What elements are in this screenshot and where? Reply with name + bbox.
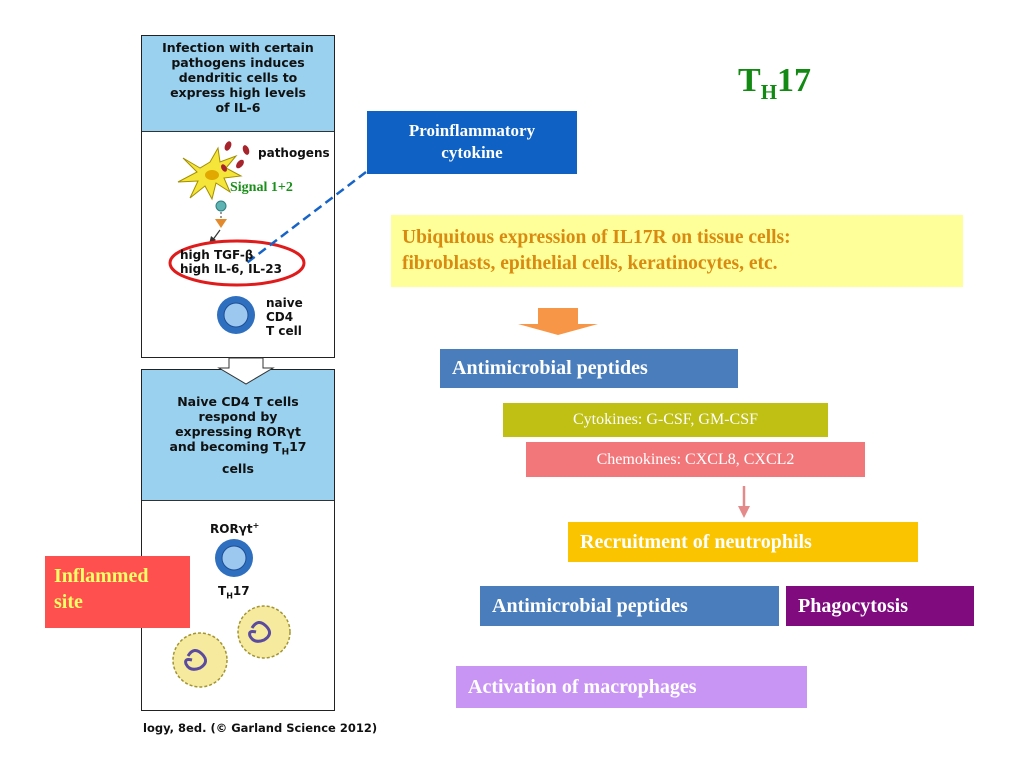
panel-1-header-line: dendritic cells to <box>178 70 298 85</box>
figure-caption: logy, 8ed. (© Garland Science 2012) <box>143 721 378 735</box>
title-sub: H <box>760 79 778 104</box>
receptor-triangle-icon <box>215 219 227 228</box>
pink-down-arrow <box>738 486 750 518</box>
panel-2-header: Naive CD4 T cells respond by expressing … <box>142 370 334 501</box>
macrophage-activation-box: Activation of macrophages <box>456 666 807 708</box>
panel-2-header-line: respond by <box>198 409 278 424</box>
cytokines-box: Cytokines: G-CSF, GM-CSF <box>503 403 828 437</box>
panel-1-header-line: pathogens induces <box>171 55 305 70</box>
panel-connector-arrow <box>217 357 275 385</box>
pathogen-icon <box>221 141 250 172</box>
orange-down-arrow <box>518 308 598 335</box>
panel-2-header-line: and becoming TH17 <box>169 439 307 458</box>
cytokine-highlight-ellipse <box>168 239 306 287</box>
panel-2-header-line: Naive CD4 T cells <box>177 394 299 409</box>
figure-panel-1: Infection with certain pathogens induces… <box>141 35 335 358</box>
neutrophil-icon <box>237 605 291 659</box>
naive-t-cell-icon <box>217 296 255 334</box>
panel-2-header-line: cells <box>222 460 254 476</box>
panel-1-header-line: Infection with certain <box>162 40 314 55</box>
pathogens-label: pathogens <box>258 146 330 160</box>
title-suffix: 17 <box>777 62 812 99</box>
panel-2-header-line: expressing RORγt <box>175 424 301 439</box>
neutrophil-icon <box>172 632 228 688</box>
title-main: T <box>738 62 761 99</box>
panel-1-header: Infection with certain pathogens induces… <box>142 36 334 132</box>
cytokine-label-2: high IL-6, IL-23 <box>180 262 282 276</box>
th17-cell-icon <box>215 539 253 577</box>
cytokine-label-1: high TGF-β <box>180 248 254 262</box>
dendritic-cell-icon <box>177 146 243 201</box>
chemokines-box: Chemokines: CXCL8, CXCL2 <box>526 442 865 477</box>
antimicrobial-peptides-bottom-box: Antimicrobial peptides <box>480 586 779 626</box>
proinflammatory-box: Proinflammatory cytokine <box>367 111 577 174</box>
slide-title: TH17 <box>738 62 811 105</box>
il17r-expression-box: Ubiquitous expression of IL17R on tissue… <box>391 215 963 287</box>
signal-molecule-icon <box>215 200 227 212</box>
panel-1-header-line: express high levels <box>170 85 306 100</box>
ror-label: RORγt+ <box>210 521 260 536</box>
antimicrobial-peptides-top-box: Antimicrobial peptides <box>440 349 738 388</box>
neutrophil-recruitment-box: Recruitment of neutrophils <box>568 522 918 562</box>
signal-label: Signal 1+2 <box>230 180 293 195</box>
th17-label: TH17 <box>218 584 250 601</box>
panel-1-header-line: of IL-6 <box>215 100 261 115</box>
phagocytosis-box: Phagocytosis <box>786 586 974 626</box>
naive-t-cell-label: naive CD4 T cell <box>266 296 303 338</box>
inflamed-site-box: Inflammed site <box>45 556 190 628</box>
proinflammatory-connector-line <box>243 171 367 266</box>
